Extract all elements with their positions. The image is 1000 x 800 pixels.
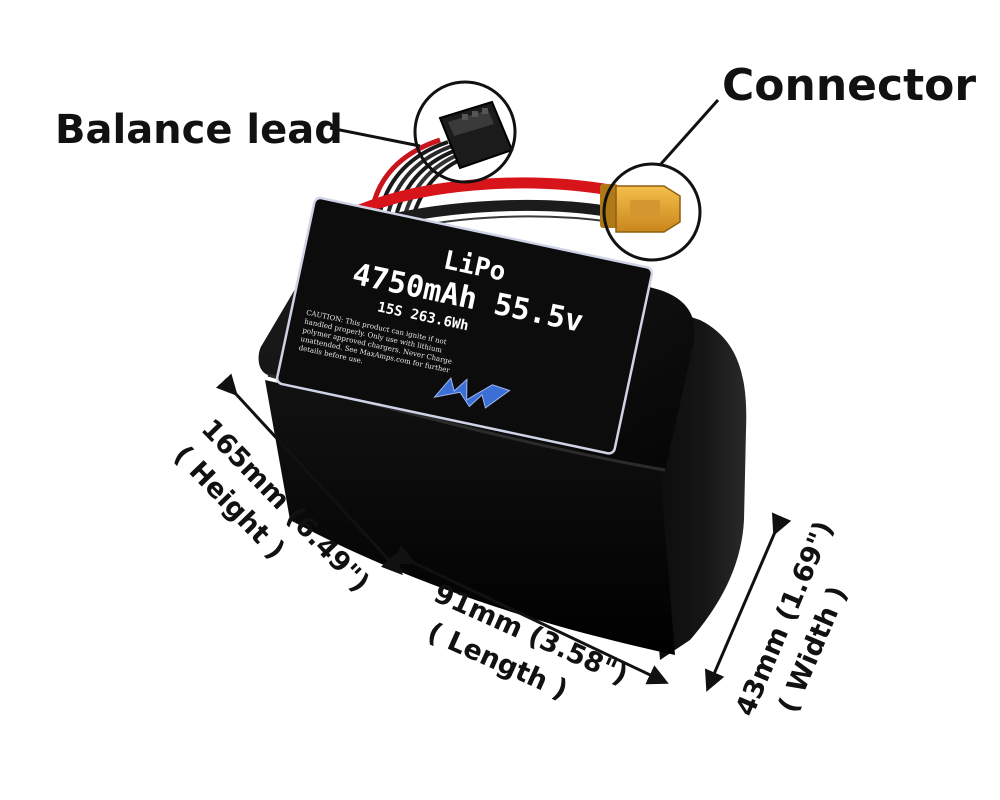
maxamps-logo: MA	[433, 376, 511, 409]
xt-connector	[600, 184, 681, 233]
balance-lead-leader-line	[329, 126, 421, 148]
width-dimension-arrow	[704, 512, 792, 692]
connector-label: Connector	[722, 60, 976, 111]
connector-leader-line	[658, 99, 720, 166]
balance-lead-highlight-circle	[413, 80, 517, 184]
balance-lead-label: Balance lead	[55, 107, 343, 153]
height-dimension-arrow	[215, 373, 403, 576]
connector-highlight-circle	[602, 162, 702, 262]
length-dimension-arrow	[392, 545, 669, 685]
